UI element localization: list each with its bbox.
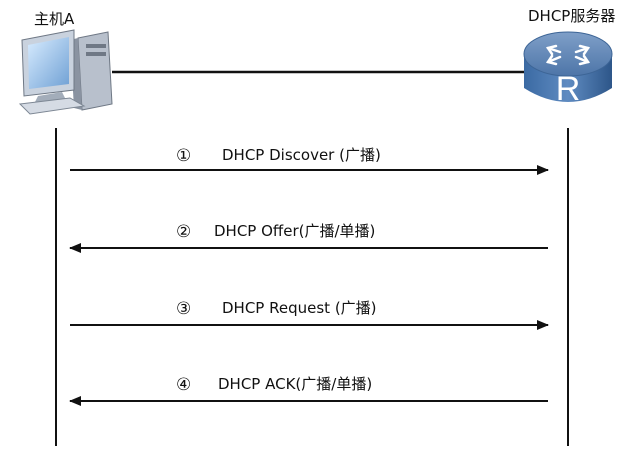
message-number-1: ①: [176, 146, 192, 166]
message-label-1: DHCP Discover (广播): [222, 146, 381, 164]
host-label: 主机A: [34, 10, 75, 28]
message-label-4: DHCP ACK(广播/单播): [218, 375, 373, 393]
message-label-3: DHCP Request (广播): [222, 299, 377, 317]
server-label: DHCP服务器: [528, 7, 616, 25]
message-number-2: ②: [176, 222, 192, 242]
router-letter: R: [556, 70, 581, 108]
router-icon: R: [523, 31, 613, 108]
message-label-2: DHCP Offer(广播/单播): [214, 222, 376, 240]
message-number-4: ④: [176, 375, 192, 395]
computer-icon: [18, 29, 113, 115]
message-number-3: ③: [176, 299, 192, 319]
